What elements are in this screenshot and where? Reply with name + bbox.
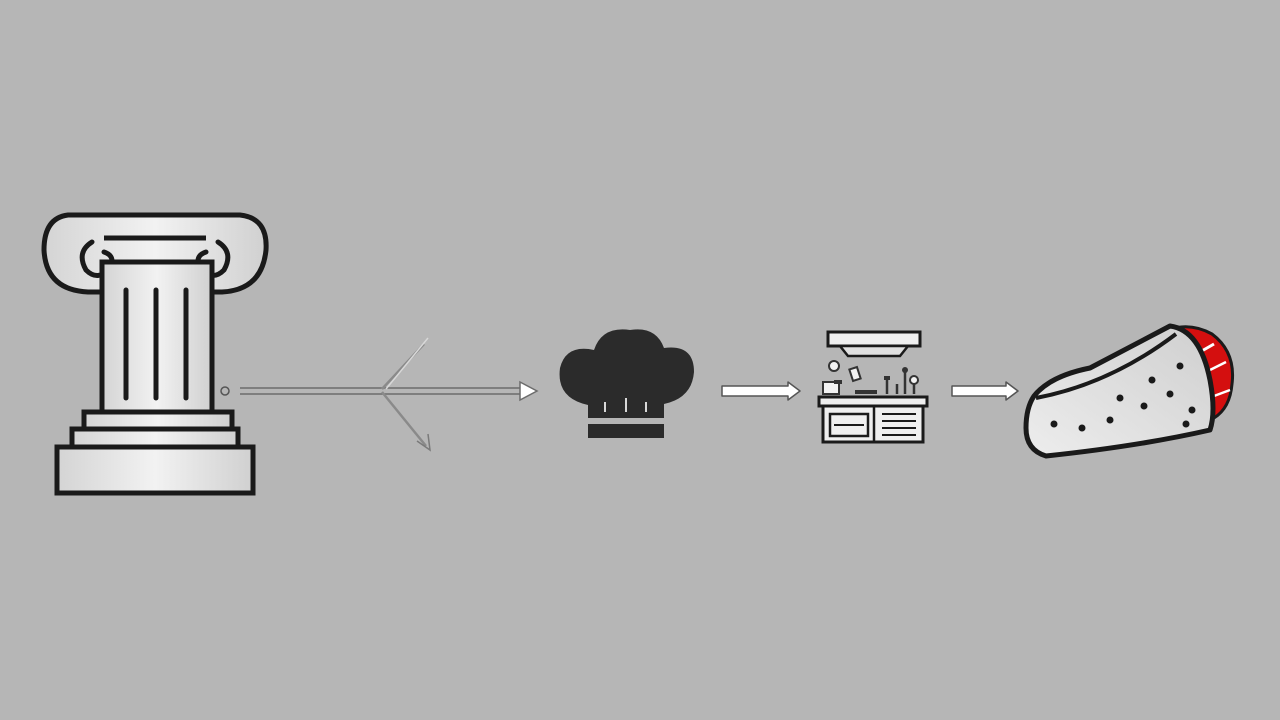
chef-hat-icon bbox=[559, 329, 694, 438]
burrito-icon bbox=[1023, 323, 1235, 459]
ionic-column-icon bbox=[41, 212, 269, 496]
connector-arrow-3 bbox=[951, 381, 1019, 401]
connector-arrow-2 bbox=[721, 381, 801, 401]
connector-arrow-1 bbox=[220, 337, 539, 452]
kitchen-station-icon bbox=[817, 330, 929, 444]
